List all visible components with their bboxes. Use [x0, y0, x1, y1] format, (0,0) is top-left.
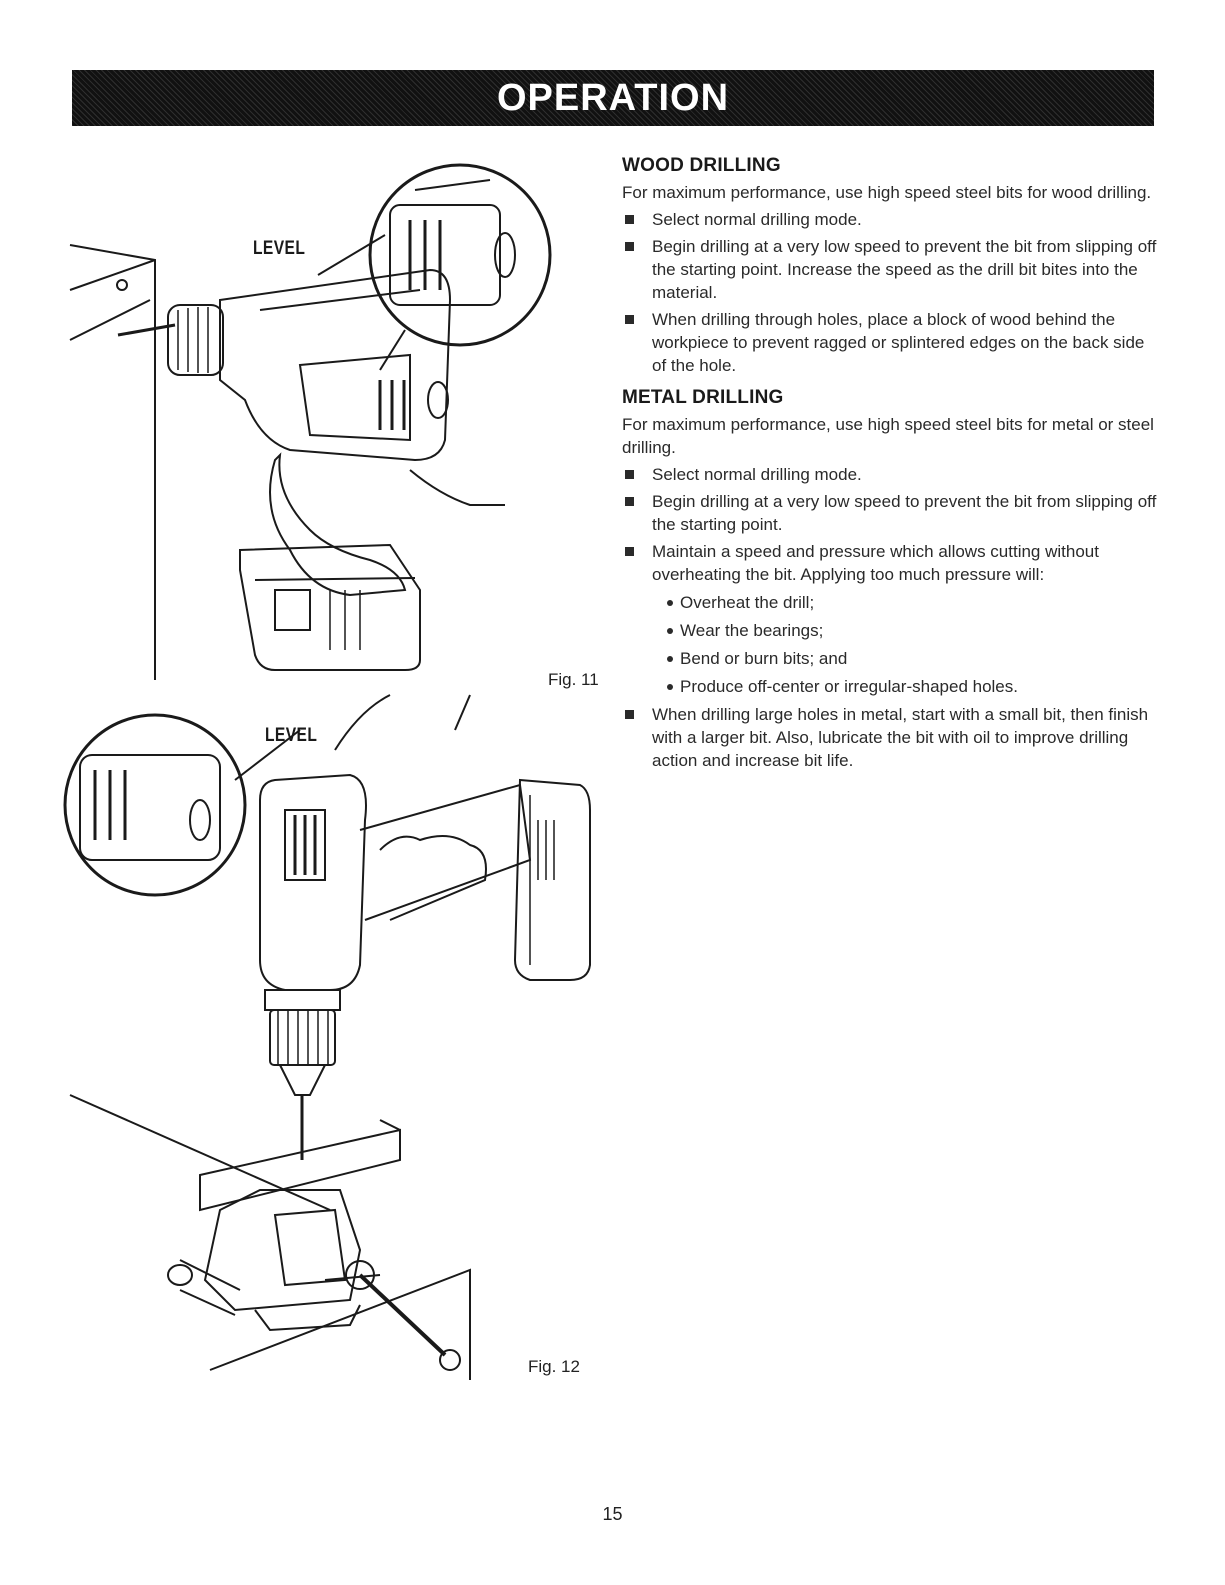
square-bullet-icon [625, 215, 634, 224]
figure-11-label: Fig. 11 [548, 670, 599, 689]
metal-intro: For maximum performance, use high speed … [622, 415, 1154, 457]
list-item: Begin drilling at a very low speed to pr… [622, 235, 1157, 304]
section-banner: OPERATION [72, 70, 1154, 126]
figure-11-illustration [69, 163, 552, 680]
wood-intro: For maximum performance, use high speed … [622, 183, 1152, 202]
list-item: When drilling through holes, place a blo… [622, 308, 1157, 377]
square-bullet-icon [625, 470, 634, 479]
page-title: OPERATION [496, 76, 730, 119]
square-bullet-icon [625, 315, 634, 324]
figure-12: LEVEL [60, 690, 600, 1390]
dot-bullet-icon [667, 684, 673, 690]
metal-bullet-list: Select normal drilling mode. Begin drill… [622, 463, 1157, 772]
square-bullet-icon [625, 497, 634, 506]
sub-list-item: Bend or burn bits; and [622, 647, 1157, 670]
list-item: Begin drilling at a very low speed to pr… [622, 490, 1157, 536]
heading-metal-drilling: METAL DRILLING [622, 387, 784, 408]
callout-level-fig11: LEVEL [253, 238, 306, 259]
page-number: 15 [602, 1504, 623, 1524]
square-bullet-icon [625, 710, 634, 719]
sub-list-item: Produce off-center or irregular-shaped h… [622, 675, 1157, 698]
square-bullet-icon [625, 547, 634, 556]
square-bullet-icon [625, 242, 634, 251]
figure-12-label: Fig. 12 [528, 1357, 580, 1376]
heading-wood-drilling: WOOD DRILLING [622, 155, 781, 176]
list-item: Select normal drilling mode. [622, 463, 1157, 486]
figure-12-illustration [63, 694, 591, 1380]
text-column: WOOD DRILLING For maximum performance, u… [622, 155, 1157, 776]
list-item: When drilling large holes in metal, star… [622, 703, 1157, 772]
wood-bullet-list: Select normal drilling mode. Begin drill… [622, 208, 1157, 377]
sub-list-item: Overheat the drill; [622, 591, 1157, 614]
callout-level-fig12: LEVEL [265, 725, 318, 746]
list-item: Select normal drilling mode. [622, 208, 1157, 231]
sub-list-item: Wear the bearings; [622, 619, 1157, 642]
dot-bullet-icon [667, 600, 673, 606]
list-item: Maintain a speed and pressure which allo… [622, 540, 1157, 586]
dot-bullet-icon [667, 628, 673, 634]
dot-bullet-icon [667, 656, 673, 662]
figure-11: LEVEL [60, 150, 600, 690]
